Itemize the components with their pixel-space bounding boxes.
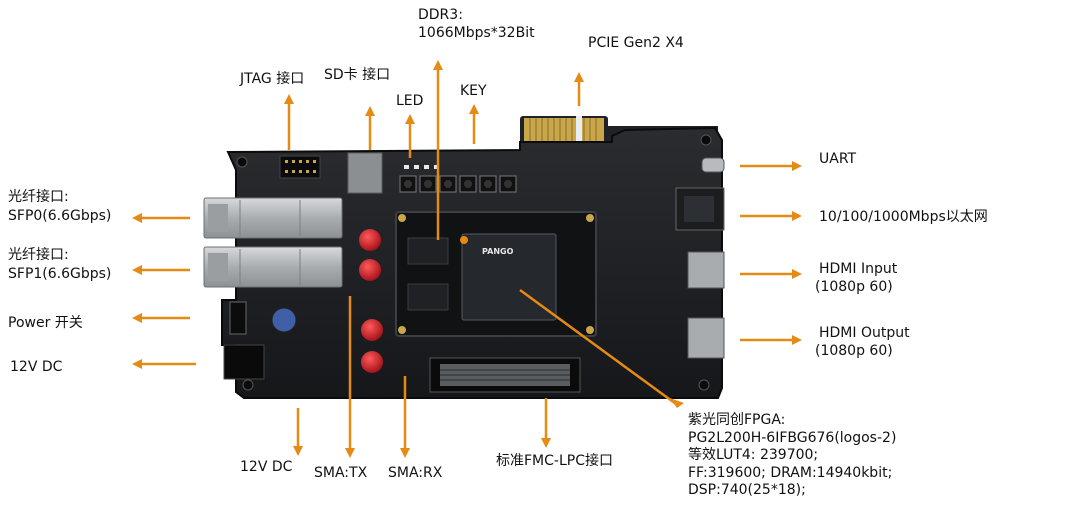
sfp1-label-line2: SFP1(6.6Gbps) (8, 266, 112, 282)
hdmi-input-label-line1: HDMI Input (819, 261, 898, 277)
sma-connectors (359, 229, 383, 373)
power-switch-label: Power 开关 (8, 315, 83, 331)
fpga-info-line5: DSP:740(25*18); (688, 482, 806, 498)
sd-card-slot (347, 152, 383, 194)
key-label: KEY (460, 83, 487, 99)
pcie-label: PCIE Gen2 X4 (588, 35, 684, 51)
annotation-arrows (132, 60, 802, 458)
sd-card-label: SD卡 接口 (324, 67, 391, 83)
sfp1-cage (203, 246, 343, 288)
hdmi-output-connector (687, 317, 725, 359)
hdmi-output-label-line2: (1080p 60) (815, 343, 893, 359)
power-switch (229, 301, 247, 335)
uart-label: UART (819, 151, 857, 167)
fpga-info-line2: PG2L200H-6IFBG676(logos-2) (688, 429, 897, 446)
mounting-holes (236, 134, 712, 391)
hdmi-output-label-line1: HDMI Output (819, 325, 910, 341)
ethernet-label: 10/100/1000Mbps以太网 (819, 209, 988, 225)
hdmi-input-connector (687, 251, 725, 289)
dc-bottom-label: 12V DC (240, 459, 293, 475)
dc-left-label: 12V DC (10, 359, 63, 375)
sfp0-label-line1: 光纤接口: (8, 189, 69, 205)
uart-usb-connector (701, 157, 725, 173)
led-label: LED (396, 93, 424, 109)
fpga-info-line4: FF:319600; DRAM:14940kbit; (688, 464, 893, 481)
key-buttons (399, 175, 517, 193)
sma-rx-label: SMA:RX (388, 465, 443, 481)
sfp1-label-line1: 光纤接口: (8, 247, 69, 263)
sfp0-label-line2: SFP0(6.6Gbps) (8, 208, 112, 224)
fpga-chip-brand: PANGO (482, 247, 514, 256)
fmc-lpc-connector (429, 357, 581, 393)
electrolytic-capacitor (271, 307, 297, 333)
hdmi-input-label-line2: (1080p 60) (815, 279, 893, 295)
fpga-info-line1: 紫光同创FPGA: (688, 412, 786, 428)
fpga-pointer-origin (460, 236, 468, 244)
ddr3-label-line2: 1066Mbps*32Bit (418, 25, 535, 41)
fpga-info-line3: 等效LUT4: 239700; (688, 447, 819, 463)
jtag-header (279, 155, 321, 179)
led-row (404, 165, 439, 169)
fmc-label: 标准FMC-LPC接口 (496, 453, 613, 469)
dc-jack (223, 344, 265, 380)
sfp0-cage (203, 197, 343, 239)
fpga-info-block: 紫光同创FPGA: PG2L200H-6IFBG676(logos-2) 等效L… (688, 412, 896, 500)
core-module: PANGO (395, 211, 597, 337)
ddr3-label-line1: DDR3: (418, 7, 463, 23)
sma-tx-label: SMA:TX (314, 465, 368, 481)
jtag-label: JTAG 接口 (240, 71, 305, 87)
